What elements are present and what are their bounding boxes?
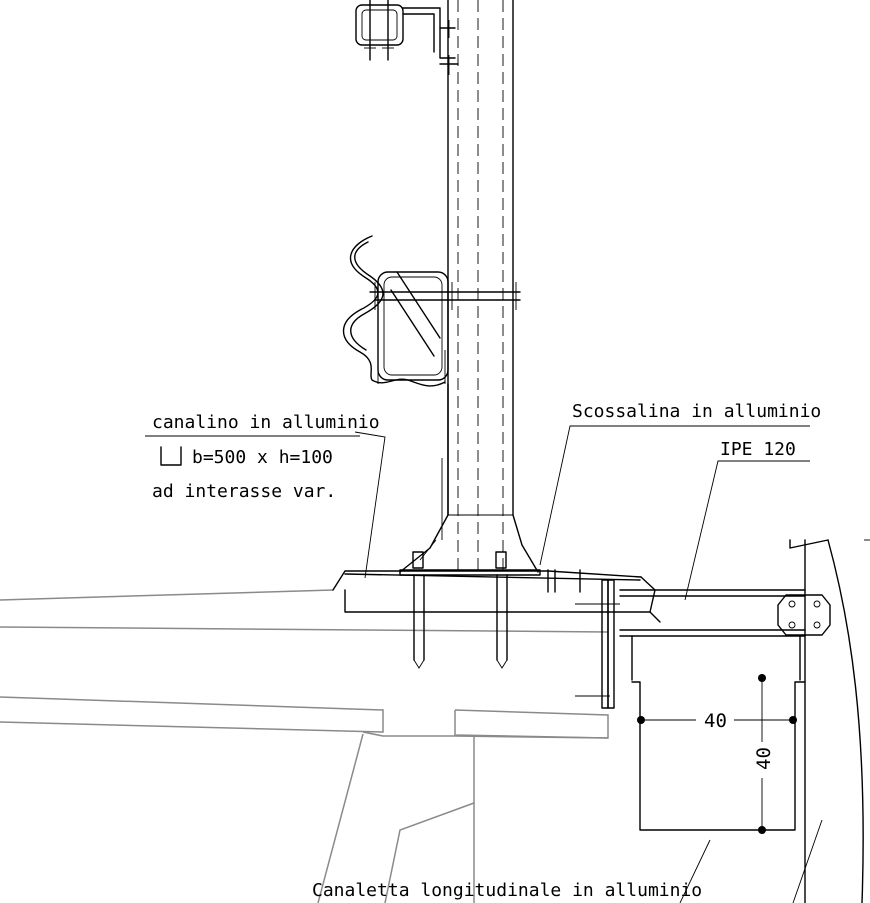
leader-lines <box>354 425 823 903</box>
dimension-height: 40 <box>753 747 775 770</box>
side-cladding <box>789 539 870 903</box>
longitudinal-gutter <box>631 635 806 834</box>
annotations: canalino in alluminio b=500 x h=100 ad i… <box>145 401 821 901</box>
label-canaletta: Canaletta longitudinale in alluminio <box>312 880 702 901</box>
u-channel-section-icon <box>160 446 182 466</box>
label-scossalina: Scossalina in alluminio <box>572 401 821 422</box>
guardrail-wbeam <box>343 235 521 516</box>
label-canalino-line3: ad interasse var. <box>152 481 336 502</box>
anchor-bolts <box>412 551 508 669</box>
guardrail-post <box>399 0 541 576</box>
deck-slab <box>0 589 609 903</box>
label-canalino-line1: canalino in alluminio <box>152 412 380 433</box>
ipe-beam <box>619 589 831 637</box>
dimension-width: 40 <box>704 710 727 732</box>
top-bracket <box>355 0 459 75</box>
aluminium-channel <box>332 569 661 709</box>
label-ipe: IPE 120 <box>720 439 796 460</box>
label-canalino-line2: b=500 x h=100 <box>192 447 333 468</box>
